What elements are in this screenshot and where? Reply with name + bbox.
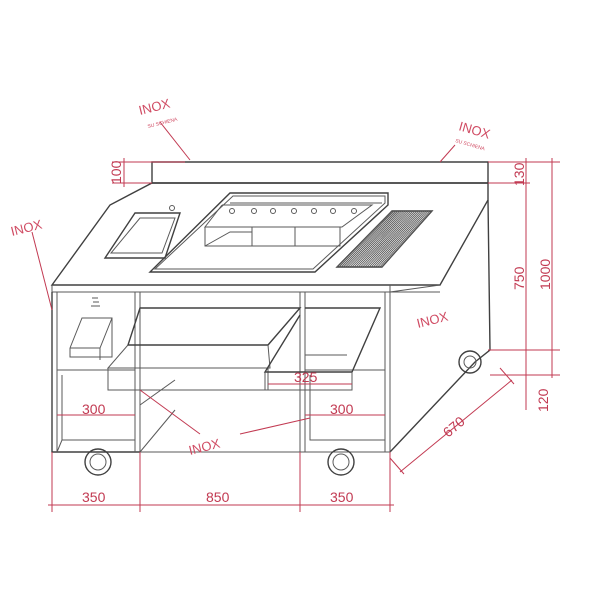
grill-slat <box>340 210 397 268</box>
grill-slat <box>379 210 431 268</box>
grill-slat <box>370 210 423 268</box>
grill-slat <box>353 210 408 268</box>
grill-slat <box>364 210 418 268</box>
grill-slat <box>373 210 425 268</box>
dimension-lines: 100 130 750 1000 120 670 300 300 325 350… <box>48 158 560 512</box>
grill-slat <box>336 210 393 268</box>
grill-slat <box>381 210 433 268</box>
label-inox-right-top: INOX <box>457 118 492 141</box>
grill-slat <box>360 210 414 268</box>
grill-slat <box>347 210 402 268</box>
grill-slat <box>375 210 427 268</box>
dim-inner-right: 300 <box>330 401 354 417</box>
grill-slat <box>343 210 399 268</box>
wheels <box>84 350 482 476</box>
grill-slat <box>368 210 421 268</box>
grill-slat <box>362 210 416 268</box>
label-inox-left: INOX <box>9 217 44 239</box>
leader-inox-top <box>159 121 191 161</box>
sink <box>103 205 181 259</box>
grill-slat <box>345 210 400 268</box>
central-basin <box>148 192 389 273</box>
grill-slat <box>358 210 412 268</box>
dim-width-right: 350 <box>330 489 354 505</box>
leader-inox-bottom <box>139 389 201 435</box>
trays <box>69 297 382 391</box>
grill-slat <box>366 210 419 268</box>
grill-slat <box>349 210 404 268</box>
grill-slat <box>338 210 395 268</box>
dim-width-center: 850 <box>206 489 230 505</box>
dim-drawer-width: 325 <box>294 369 318 385</box>
dim-inner-left: 300 <box>82 401 106 417</box>
grill-slat <box>351 210 406 268</box>
dim-backsplash-height: 100 <box>108 160 124 184</box>
leader-inox-bottom-right <box>239 417 311 435</box>
label-su-schiena-right: SU SCHIENA <box>454 138 486 152</box>
leader-inox-left <box>31 231 53 311</box>
leader-inox-right <box>439 144 456 163</box>
dim-width-left: 350 <box>82 489 106 505</box>
label-su-schiena-top: SU SCHIENA <box>147 117 179 130</box>
label-inox-side: INOX <box>415 309 450 331</box>
drip-grill <box>335 210 434 268</box>
grill-slat <box>377 210 429 268</box>
dim-right-top: 130 <box>511 162 527 186</box>
dim-body-height: 750 <box>511 266 527 290</box>
label-inox-bottom: INOX <box>187 436 222 458</box>
dim-feet-height: 120 <box>535 388 551 412</box>
dim-total-height: 1000 <box>537 259 553 290</box>
grill-slat <box>355 210 410 268</box>
label-inox-top: INOX <box>137 96 172 118</box>
